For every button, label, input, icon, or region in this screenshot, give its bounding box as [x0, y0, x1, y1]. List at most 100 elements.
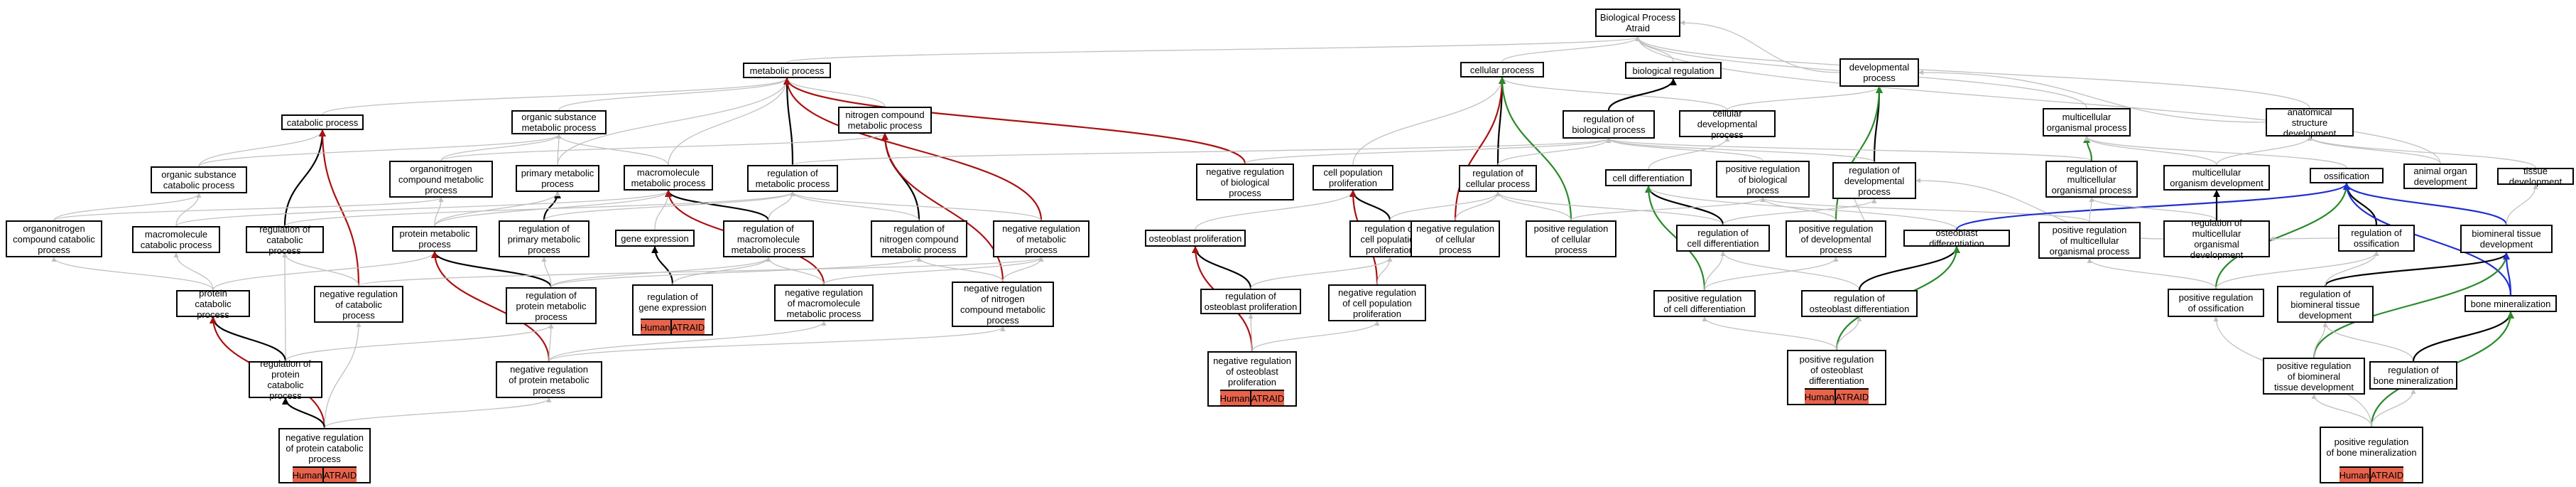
edge-prbm-to-prbtd [2311, 394, 2372, 427]
edge-nrncmp-to-nrmp [1002, 257, 1044, 282]
node-prbm[interactable]: positive regulation of bone mineralizati… [2320, 427, 2423, 483]
node-prmop[interactable]: positive regulation of multicellular org… [2038, 222, 2141, 259]
node-label: regulation of gene expression [638, 291, 707, 313]
node-cdp[interactable]: cellular developmental process [1679, 108, 1776, 140]
edge-osmp-to-mp [558, 77, 790, 111]
node-rpc[interactable]: regulation of protein catabolic process [249, 358, 322, 401]
edge-rge-to-ge [651, 246, 674, 285]
node-mop[interactable]: multicellular organismal process [2043, 108, 2131, 137]
node-nrcellp[interactable]: negative regulation of cellular process [1411, 220, 1500, 257]
node-rbtd[interactable]: regulation of biomineral tissue developm… [2277, 286, 2374, 323]
node-rncmp[interactable]: regulation of nitrogen compound metaboli… [871, 220, 967, 257]
node-prcellp[interactable]: positive regulation of cellular process [1526, 220, 1616, 257]
edge-nrcellp-to-rcellp [1455, 191, 1501, 221]
node-cp[interactable]: catabolic process [281, 114, 364, 130]
node-btd[interactable]: biomineral tissue development [2460, 225, 2553, 253]
node-nrbp[interactable]: negative regulation of biological proces… [1196, 164, 1294, 200]
node-cd[interactable]: cell differentiation [1605, 169, 1692, 186]
edge-op-to-cpp [1195, 190, 1356, 230]
node-prmp[interactable]: protein metabolic process [392, 226, 477, 252]
node-prbp[interactable]: positive regulation of biological proces… [1716, 161, 1810, 198]
node-rcpp[interactable]: regulation of cell population proliferat… [1349, 220, 1430, 257]
node-label: negative regulation of osteoblast prolif… [1213, 355, 1291, 387]
node-prbtd[interactable]: positive regulation of biomineral tissue… [2263, 358, 2365, 395]
node-td[interactable]: tissue development [2497, 166, 2574, 187]
node-nrcp[interactable]: negative regulation of catabolic process [314, 286, 403, 323]
node-mod[interactable]: multicellular organism development [2163, 165, 2270, 191]
node-label: negative regulation of protein catabolic… [286, 432, 364, 464]
node-rcellp[interactable]: regulation of cellular process [1459, 165, 1537, 192]
node-prod[interactable]: positive regulation of osteoblast differ… [1787, 350, 1886, 405]
node-mmp[interactable]: macromolecule metabolic process [624, 165, 713, 191]
node-pmp[interactable]: primary metabolic process [516, 165, 599, 192]
node-rbp[interactable]: regulation of biological process [1563, 110, 1655, 139]
edge-mod-to-asd [2216, 136, 2313, 166]
node-ncmp[interactable]: nitrogen compound metabolic process [838, 107, 932, 134]
edge-prod-to-rod [1836, 316, 1862, 350]
node-nrmmp[interactable]: negative regulation of macromolecule met… [774, 284, 874, 321]
edge-ncmp-to-mp [784, 77, 886, 107]
node-nrprmp[interactable]: negative regulation of protein metabolic… [496, 361, 602, 398]
node-pc[interactable]: protein catabolic process [176, 288, 250, 320]
edge-cp-to-mp [322, 77, 790, 115]
node-nrmp[interactable]: negative regulation of metabolic process [993, 220, 1089, 257]
edge-prdp-to-dp [1835, 86, 1883, 221]
node-rprmp[interactable]: regulation of protein metabolic process [506, 287, 597, 324]
node-prcd[interactable]: positive regulation of cell differentiat… [1653, 290, 1756, 317]
edge-ross-to-rmod [2269, 236, 2339, 242]
edge-rbtd-to-ross [2325, 251, 2379, 287]
edge-asd-to-dp [1918, 70, 2266, 123]
node-rcd[interactable]: regulation of cell differentiation [1676, 225, 1770, 252]
node-br[interactable]: biological regulation [1625, 62, 1722, 79]
node-oss[interactable]: ossification [2310, 168, 2384, 183]
node-rod[interactable]: regulation of osteoblast differentiation [1801, 290, 1918, 317]
edge-prbm-to-rbm [2371, 389, 2416, 427]
node-cellp[interactable]: cellular process [1460, 62, 1544, 77]
node-mp[interactable]: metabolic process [743, 63, 831, 78]
node-rbm[interactable]: regulation of bone mineralization [2369, 361, 2457, 390]
node-ross[interactable]: regulation of ossification [2338, 225, 2415, 252]
node-cpp[interactable]: cell population proliferation [1313, 165, 1393, 191]
node-prdp[interactable]: positive regulation of developmental pro… [1786, 220, 1886, 257]
node-op[interactable]: osteoblast proliferation [1145, 230, 1246, 247]
node-ge[interactable]: gene expression [615, 230, 695, 247]
edge-mod-to-mop [2084, 136, 2217, 166]
node-bm[interactable]: bone mineralization [2464, 295, 2557, 312]
node-onccp[interactable]: organonitrogen compound catabolic proces… [6, 220, 102, 257]
node-oncmp[interactable]: organonitrogen compound metabolic proces… [389, 161, 493, 198]
node-oscp[interactable]: organic substance catabolic process [151, 166, 247, 193]
edge-prcellp-to-prbp [1570, 197, 1766, 221]
edge-cdp-to-dp [1727, 86, 1882, 111]
node-rmop[interactable]: regulation of multicellular organismal p… [2045, 161, 2138, 198]
gene-tag: ATRAID [2369, 468, 2404, 482]
node-rdp[interactable]: regulation of developmental process [1832, 162, 1916, 199]
edge-nrop-to-nrcpp [1251, 321, 1380, 352]
edge-nrmp-to-mp [783, 77, 1043, 221]
node-rmmp[interactable]: regulation of macromolecule metabolic pr… [723, 220, 814, 257]
node-rpmp[interactable]: regulation of primary metabolic process [499, 220, 589, 257]
node-nrncmp[interactable]: negative regulation of nitrogen compound… [952, 282, 1054, 327]
node-nrop[interactable]: negative regulation of osteoblast prolif… [1207, 351, 1297, 407]
node-mcp[interactable]: macromolecule catabolic process [132, 226, 220, 253]
node-bp[interactable]: Biological Process Atraid [1595, 9, 1680, 37]
node-pross[interactable]: positive regulation of ossification [2168, 289, 2264, 317]
node-od[interactable]: osteoblast differentiation [1903, 228, 2010, 249]
edge-pross-to-prmop [2087, 258, 2217, 289]
node-rcp[interactable]: regulation of catabolic process [246, 224, 324, 256]
node-nrpc[interactable]: negative regulation of protein catabolic… [278, 428, 371, 483]
node-asd[interactable]: anatomical structure development [2266, 107, 2354, 139]
node-osmp[interactable]: organic substance metabolic process [511, 110, 607, 134]
edge-nrpc-to-nrcp [324, 322, 362, 429]
edge-rcp-to-rmp [284, 191, 795, 227]
node-rmp[interactable]: regulation of metabolic process [747, 165, 838, 192]
edge-prcd-to-rcd [1704, 251, 1726, 291]
node-rop[interactable]: regulation of osteoblast proliferation [1200, 289, 1301, 314]
node-aod[interactable]: animal organ development [2403, 164, 2477, 189]
node-label: positive regulation of bone mineralizati… [2326, 437, 2417, 458]
node-nrcpp[interactable]: negative regulation of cell population p… [1328, 284, 1426, 321]
node-rmod[interactable]: regulation of multicellular organismal d… [2163, 218, 2270, 260]
edge-rop-to-rcpp [1250, 257, 1393, 289]
node-dp[interactable]: developmental process [1839, 58, 1919, 87]
